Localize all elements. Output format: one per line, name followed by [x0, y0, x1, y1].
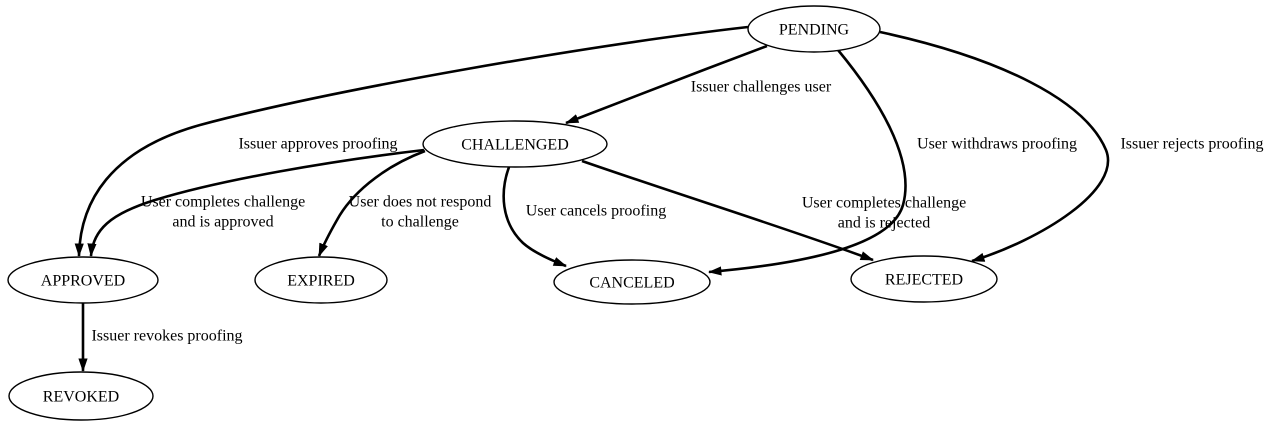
- edge-pending-challenged: [565, 44, 768, 125]
- edge-label-approved-revoked: Issuer revokes proofing: [91, 328, 242, 345]
- node-approved-label: APPROVED: [41, 273, 125, 290]
- edge-label-line: User does not respond: [349, 194, 492, 211]
- edge-challenged-canceled: [502, 166, 567, 268]
- node-rejected: REJECTED: [850, 255, 998, 303]
- edge-label-line: and is rejected: [838, 215, 930, 232]
- edge-label-line: Issuer challenges user: [691, 79, 832, 96]
- node-challenged-ellipse: [422, 120, 608, 168]
- node-expired: EXPIRED: [254, 256, 388, 304]
- edge-label-pending-canceled: User withdraws proofing: [917, 136, 1077, 153]
- edge-label-pending-approved: Issuer approves proofing: [238, 136, 397, 153]
- edge-pending-canceled: [708, 49, 907, 276]
- edge-label-line: User cancels proofing: [526, 203, 666, 220]
- edge-label-challenged-approved: User completes challenge and is approved: [141, 194, 305, 231]
- edge-label-pending-rejected: Issuer rejects proofing: [1120, 136, 1263, 153]
- node-canceled: CANCELED: [553, 259, 711, 305]
- node-pending-ellipse: [747, 5, 881, 53]
- edge-label-challenged-rejected: User completes challenge and is rejected: [802, 195, 966, 232]
- edge-label-line: User withdraws proofing: [917, 136, 1077, 153]
- node-rejected-ellipse: [850, 255, 998, 303]
- node-expired-label: EXPIRED: [287, 273, 355, 290]
- node-expired-ellipse: [254, 256, 388, 304]
- edge-label-pending-challenged: Issuer challenges user: [691, 79, 832, 96]
- node-challenged-label: CHALLENGED: [461, 137, 569, 154]
- edge-label-line: to challenge: [381, 214, 459, 231]
- node-challenged: CHALLENGED: [422, 120, 608, 168]
- edge-label-line: User completes challenge: [802, 195, 966, 212]
- edge-label-line: and is approved: [172, 214, 273, 231]
- edge-label-line: Issuer revokes proofing: [91, 328, 242, 345]
- node-pending: PENDING: [747, 5, 881, 53]
- edge-pending-approved: [74, 25, 749, 257]
- node-canceled-ellipse: [553, 259, 711, 305]
- edge-challenged-expired: [317, 149, 426, 257]
- edges-layer: [74, 25, 1110, 372]
- node-revoked-ellipse: [8, 371, 154, 421]
- node-pending-label: PENDING: [779, 22, 850, 39]
- edge-label-line: Issuer approves proofing: [238, 136, 397, 153]
- node-rejected-label: REJECTED: [885, 272, 963, 289]
- edge-label-challenged-expired: User does not respond to challenge: [349, 194, 492, 231]
- node-approved-ellipse: [7, 256, 159, 304]
- edge-challenged-rejected: [581, 159, 874, 262]
- edge-label-line: Issuer rejects proofing: [1120, 136, 1263, 153]
- node-canceled-label: CANCELED: [589, 275, 674, 292]
- edge-label-line: User completes challenge: [141, 194, 305, 211]
- nodes-layer: PENDING CHALLENGED APPROVED EXPIRED CANCELED…: [7, 5, 998, 421]
- node-revoked: REVOKED: [8, 371, 154, 421]
- edge-label-challenged-canceled: User cancels proofing: [526, 203, 666, 220]
- edge-pending-rejected: [879, 30, 1110, 263]
- node-approved: APPROVED: [7, 256, 159, 304]
- edge-challenged-approved: [87, 148, 425, 257]
- node-revoked-label: REVOKED: [43, 389, 119, 406]
